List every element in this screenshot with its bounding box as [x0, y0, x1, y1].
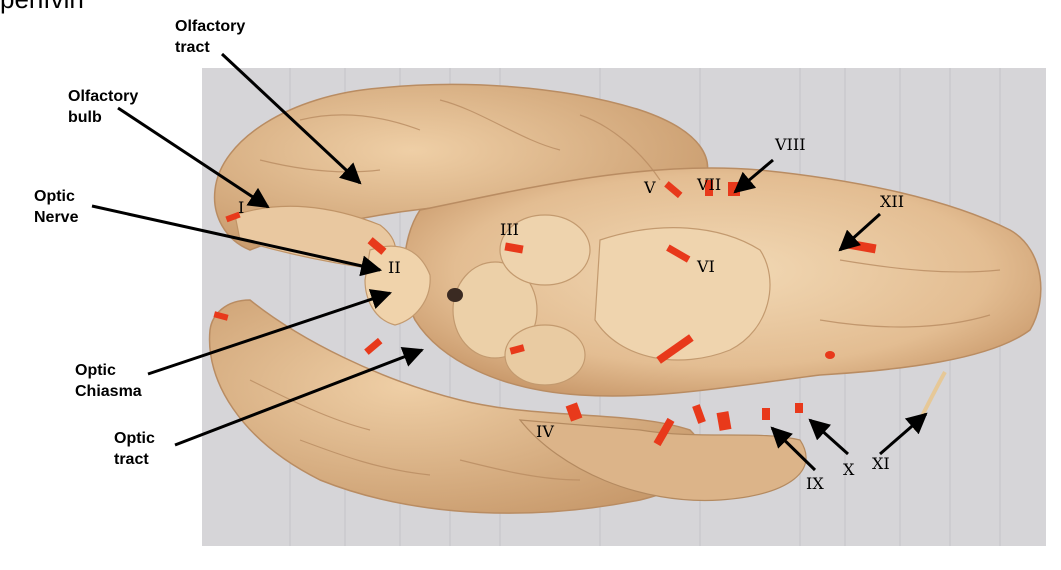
label-optic-nerve-line1: Optic [34, 188, 75, 205]
label-olfactory-tract-line2: tract [175, 39, 210, 56]
arrow-olfactory-tract [220, 52, 362, 185]
nerve-label-IV: IV [536, 422, 554, 441]
nerve-markers [213, 180, 877, 447]
marker-X [795, 403, 803, 413]
label-olfactory-bulb: Olfactory bulb [68, 86, 138, 128]
label-olfactory-tract: Olfactory tract [175, 16, 245, 58]
arrow-X [808, 418, 850, 456]
marker-lower-left [213, 311, 229, 321]
label-optic-tract-line2: tract [114, 451, 149, 468]
marker-I [225, 211, 241, 223]
marker-V [664, 181, 683, 199]
marker-optic-left [364, 337, 383, 355]
marker-mid [656, 334, 694, 364]
marker-III-b [509, 344, 525, 355]
label-optic-chiasma-line1: Optic [75, 362, 116, 379]
brain-specimen [208, 83, 1042, 514]
marker-IV [565, 402, 583, 422]
nerve-label-VII: VII [697, 175, 722, 194]
label-optic-tract-line1: Optic [114, 430, 155, 447]
arrow-XI [879, 412, 928, 456]
arrow-optic-tract [174, 346, 424, 447]
nerve-label-III: III [500, 220, 519, 239]
marker-II [367, 237, 387, 255]
nerve-label-XII: XII [880, 192, 905, 211]
nerve-label-V: V [644, 178, 656, 197]
label-olfactory-bulb-line1: Olfactory [68, 88, 139, 105]
arrow-IX [770, 426, 817, 472]
label-optic-nerve: Optic Nerve [34, 186, 78, 228]
nerve-label-XI: XI [872, 454, 890, 473]
marker-IX [762, 408, 770, 420]
nerve-label-VIII: VIII [775, 135, 806, 154]
marker-small [825, 351, 835, 359]
label-optic-chiasma: Optic Chiasma [75, 360, 142, 402]
label-optic-tract: Optic tract [114, 428, 155, 470]
marker-VII [705, 180, 713, 196]
arrow-XII [838, 212, 882, 252]
marker-low-b [692, 404, 706, 424]
label-optic-nerve-line2: Nerve [34, 209, 79, 226]
marker-low-c [716, 411, 732, 431]
marker-low-a [653, 417, 675, 447]
nerve-label-X: X [843, 460, 855, 479]
arrow-optic-nerve [91, 204, 383, 277]
marker-III [504, 242, 524, 254]
arrow-VIII [733, 158, 774, 194]
label-olfactory-bulb-line2: bulb [68, 109, 102, 126]
annotation-arrows [91, 52, 928, 472]
marker-VI [666, 244, 691, 263]
label-olfactory-tract-line1: Olfactory [175, 18, 246, 35]
nerve-label-II: II [388, 258, 401, 277]
arrow-olfactory-bulb [117, 106, 270, 209]
arrow-optic-chiasma [147, 289, 392, 376]
nerve-label-VI: VI [697, 257, 715, 276]
nerve-label-IX: IX [806, 474, 824, 493]
clipped-header-text: penfvin [0, 0, 84, 15]
label-optic-chiasma-line2: Chiasma [75, 383, 142, 400]
nerve-label-I: I [238, 198, 245, 217]
